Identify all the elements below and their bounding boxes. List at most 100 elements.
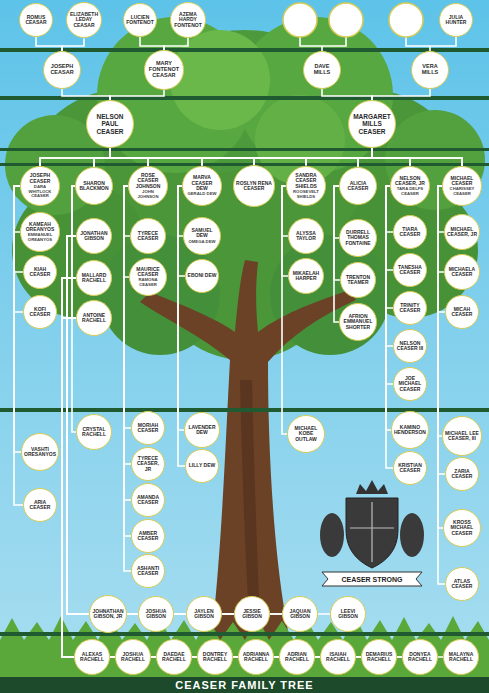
person-circle: VASHTI ORESANYOS [21, 433, 59, 471]
person-name: LILLY DEW [189, 463, 215, 468]
name-block: NELSON CEASER III [395, 341, 424, 352]
person-name: DONTREY RACHELL [200, 652, 231, 663]
name-block: KIAH CEASER [25, 267, 54, 278]
name-block: JOSEPH CEASERDARA WHITLOCK CEASER [23, 173, 57, 199]
crown [356, 480, 388, 494]
family-line [386, 186, 393, 384]
name-block: MALLARD RACHELL [79, 273, 110, 284]
person-circle: JULIA HUNTER [439, 3, 473, 37]
person-name: KOFI CEASER [25, 307, 54, 318]
person-name: ALYSSA TAYLOR [291, 231, 322, 242]
family-line [62, 318, 402, 657]
family-line [67, 236, 186, 614]
name-block: MIKAELAH HARPER [291, 271, 322, 282]
person-name: MICHAEL LEE CEASER, III [445, 431, 479, 442]
person-name: KROSS MICHAEL CEASER [446, 520, 479, 536]
person-circle: ALEXAS RACHELL [74, 639, 110, 675]
person-name: MORIAH CEASER [133, 423, 162, 434]
person-name: AMBER CEASER [133, 531, 162, 542]
name-block: TRENTON TEAMER [343, 275, 374, 286]
name-block: JAQUAN GIBSON [285, 609, 316, 620]
person-name: VASHTI ORESANYOS [24, 447, 57, 458]
person-circle: KRISTIAN CEASER [393, 451, 427, 485]
name-block: ROMUS CEASAR [21, 15, 50, 26]
person-name: TANESHA CEASER [395, 265, 424, 276]
family-line [62, 318, 443, 657]
family-line [62, 278, 197, 657]
name-block: JAYLEN GIBSON [189, 609, 220, 620]
name-block: TRINITY CEASER [395, 303, 424, 314]
name-block: ZARIA CEASER [447, 469, 476, 480]
person-name: MICHAEL CEASER [445, 176, 479, 187]
name-block: VERA MILLS [414, 64, 447, 76]
shield [346, 498, 398, 568]
name-block: AFRION EMMANUEL SHORTER [342, 314, 375, 330]
blank-ancestor-lines [300, 37, 430, 51]
person-name: ZARIA CEASER [447, 469, 476, 480]
spouse-name: EMMANUEL OREANYOS [24, 233, 57, 242]
name-block: MORIAH CEASER [133, 423, 162, 434]
family-line [282, 186, 288, 276]
name-block: AZEMA HARDY FONTENOT [173, 12, 202, 28]
person-circle: ROSE CEASER JOHNSONJOHN JOHNSON [128, 166, 168, 206]
person-name: TYRECE CEASER [133, 231, 164, 242]
blank-circle [329, 3, 363, 37]
person-circle: DAEDAE RACHELL [156, 639, 192, 675]
person-name: JOSHUA GIBSON [141, 609, 172, 620]
person-name: VERA MILLS [414, 64, 447, 76]
person-circle: AFRION EMMANUEL SHORTER [339, 303, 377, 341]
person-name: ANTOINE RACHELL [79, 313, 110, 324]
name-block: CRYSTAL RACHELL [79, 427, 110, 438]
person-name: TYRECE CEASER, JR [133, 456, 162, 472]
name-block: JOHNATHAN GIBSON, JR [92, 609, 125, 620]
person-name: MARY FONTENOT CEASAR [148, 61, 181, 79]
name-block: ADRIAN RACHELL [282, 652, 313, 663]
name-block: DEMARIUS RACHELL [364, 652, 395, 663]
person-name: JULIA HUNTER [441, 15, 470, 26]
family-line [14, 186, 20, 232]
name-block: ATLAS CEASER [447, 579, 476, 590]
person-name: ARIA CEASER [25, 500, 54, 511]
person-circle: ISAIAH RACHELL [320, 639, 356, 675]
family-line [110, 148, 148, 166]
person-name: MARGARET MILLS CEASER [351, 113, 392, 134]
name-block: MICHAEL CEASERCHARISSEY CEASER [445, 176, 479, 197]
person-name: CRYSTAL RACHELL [79, 427, 110, 438]
person-circle: LUCIEN FONTENOT [123, 3, 157, 37]
person-name: JAYLEN GIBSON [189, 609, 220, 620]
family-line [322, 89, 372, 100]
person-circle: AMANDA CEASER [131, 483, 165, 517]
person-circle: JONATHAN GIBSON [76, 218, 112, 254]
person-circle: ATLAS CEASER [445, 567, 479, 601]
person-name: KRISTIAN CEASER [395, 463, 424, 474]
spouse-name: TARA DELFS CEASER [394, 187, 427, 196]
person-circle: SAMUEL DEWOMEGA DEW [183, 217, 221, 255]
person-name: LEEVI GIBSON [333, 609, 364, 620]
person-name: DAEDAE RACHELL [159, 652, 190, 663]
person-circle: MARGARET MILLS CEASER [348, 100, 396, 148]
person-name: MICHAEL KOBE OUTLAW [290, 426, 323, 442]
name-block: DAVE MILLS [306, 64, 339, 76]
family-line [110, 148, 410, 166]
person-name: JOE MICHAEL CEASER [395, 376, 424, 392]
person-name: SAMUEL DEW [186, 228, 219, 239]
name-block: JOE MICHAEL CEASER [395, 376, 424, 392]
family-line [110, 148, 306, 166]
family-line [140, 37, 164, 50]
person-name: DONYEA RACHELL [405, 652, 436, 663]
person-circle: MAURICE CEASERRAMONA CEASER [129, 258, 167, 296]
person-circle: VERA MILLS [411, 51, 449, 89]
family-line [372, 148, 410, 166]
family-line [334, 186, 339, 322]
person-circle: MIKAELAH HARPER [288, 258, 324, 294]
family-line [438, 186, 444, 272]
person-name: LUCIEN FONTENOT [125, 15, 154, 26]
person-circle: LEEVI GIBSON [330, 596, 366, 632]
stripes [0, 48, 489, 636]
person-circle: MICHAELA CEASER [444, 254, 480, 290]
foliage-highlight [170, 30, 270, 130]
person-circle: JOSHUA RACHELL [115, 639, 151, 675]
family-line [386, 186, 393, 270]
name-block: ASHANTI CEASER [133, 566, 162, 577]
